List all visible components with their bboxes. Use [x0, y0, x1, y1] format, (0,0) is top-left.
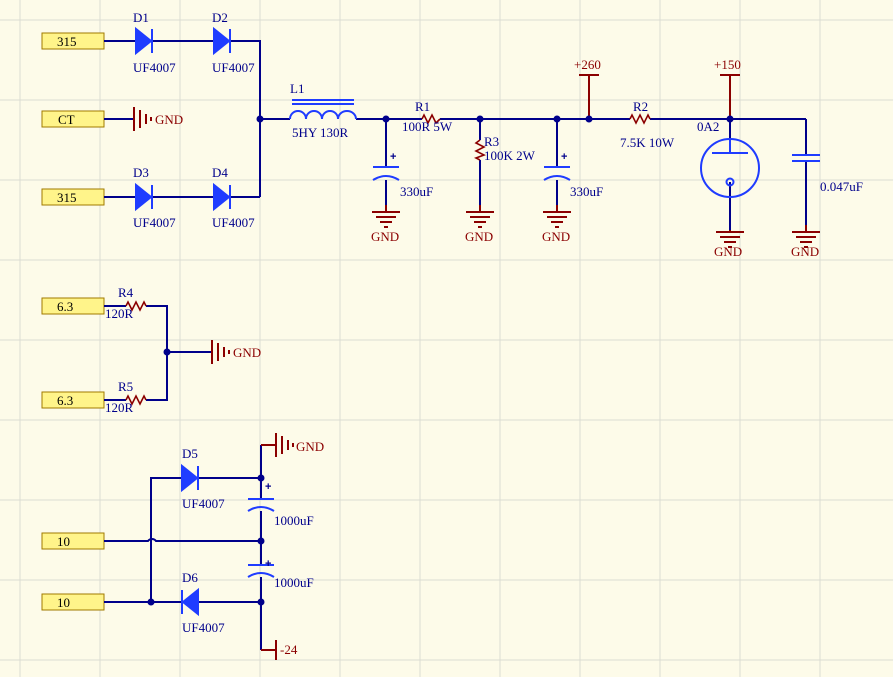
r2-ref: R2	[633, 99, 648, 114]
port-10-bottom: 10	[41, 593, 105, 611]
diode-d2: D2 UF4007	[212, 10, 255, 75]
d2-value: UF4007	[212, 60, 255, 75]
c5-plus: +	[265, 558, 271, 570]
port-10-top-label: 10	[57, 534, 70, 549]
junction-dots-bottom	[147, 474, 265, 606]
port-10-top: 10	[41, 532, 105, 550]
d6-ref: D6	[182, 570, 198, 585]
capacitor-c5: + 1000uF	[247, 558, 314, 590]
port-6-3-bottom-label: 6.3	[57, 393, 73, 408]
l1-value: 5HY 130R	[292, 125, 349, 140]
r3-value: 100K 2W	[484, 148, 536, 163]
c4-value: 1000uF	[274, 513, 314, 528]
c2-value: 330uF	[570, 184, 603, 199]
plus260-label: +260	[574, 57, 601, 72]
d6-value: UF4007	[182, 620, 225, 635]
r4-value: 120R	[105, 306, 134, 321]
r5-ref: R5	[118, 379, 133, 394]
power-plus260: +260	[574, 57, 601, 119]
r5-value: 120R	[105, 400, 134, 415]
l1-ref: L1	[290, 81, 304, 96]
gnd-c2-label: GND	[542, 229, 570, 244]
resistor-r4: R4 120R	[105, 285, 147, 321]
resistor-r3: R3 100K 2W GND	[465, 119, 536, 244]
minus24-label: -24	[280, 642, 298, 657]
port-315-top: 315	[41, 32, 105, 50]
capacitor-c4: + 1000uF	[247, 481, 314, 528]
port-315-top-label: 315	[57, 34, 77, 49]
resistor-r5: R5 120R	[105, 379, 147, 415]
port-315-bottom-label: 315	[57, 190, 77, 205]
gnd-tube-label: GND	[714, 244, 742, 259]
c1-plus: +	[390, 151, 396, 163]
tube-0a2-ref: 0A2	[697, 119, 719, 134]
c5-value: 1000uF	[274, 575, 314, 590]
capacitor-c3: 0.047uF GND	[791, 119, 863, 259]
junction-heater	[163, 348, 171, 356]
port-6-3-top-label: 6.3	[57, 299, 73, 314]
r1-ref: R1	[415, 99, 430, 114]
diode-d4: D4 UF4007	[212, 165, 255, 230]
resistor-r1: R1 100R 5W	[402, 99, 453, 134]
c3-value: 0.047uF	[820, 179, 863, 194]
gnd-c1-label: GND	[371, 229, 399, 244]
power-plus150: +150	[714, 57, 741, 119]
gnd-heater-label: GND	[233, 345, 261, 360]
diode-d6: D6 UF4007	[181, 570, 225, 635]
gnd-c3-label: GND	[791, 244, 819, 259]
d3-value: UF4007	[133, 215, 176, 230]
resistor-r2: R2 7.5K 10W	[620, 99, 675, 150]
power-minus24: -24	[261, 640, 298, 660]
c4-plus: +	[265, 481, 271, 493]
r4-ref: R4	[118, 285, 134, 300]
diode-d3: D3 UF4007	[133, 165, 176, 230]
junction-dots-top	[256, 115, 734, 123]
tube-0a2: 0A2 GND	[697, 119, 760, 259]
r3-ref: R3	[484, 134, 499, 149]
port-ct-label: CT	[58, 112, 75, 127]
d1-value: UF4007	[133, 60, 176, 75]
d1-ref: D1	[133, 10, 149, 25]
port-10-bottom-label: 10	[57, 595, 70, 610]
d4-ref: D4	[212, 165, 228, 180]
d2-ref: D2	[212, 10, 228, 25]
r1-value: 100R 5W	[402, 119, 453, 134]
gnd-r3-label: GND	[465, 229, 493, 244]
d5-value: UF4007	[182, 496, 225, 511]
diode-d5: D5 UF4007	[181, 446, 225, 511]
port-6-3-top: 6.3	[41, 297, 105, 315]
port-315-bottom: 315	[41, 188, 105, 206]
c1-value: 330uF	[400, 184, 433, 199]
gnd-neg-supply: GND	[261, 433, 324, 457]
plus150-label: +150	[714, 57, 741, 72]
r2-value: 7.5K 10W	[620, 135, 675, 150]
gnd-ct-label: GND	[155, 112, 183, 127]
inductor-l1: L1 5HY 130R	[289, 81, 357, 140]
port-6-3-bottom: 6.3	[41, 391, 105, 409]
d3-ref: D3	[133, 165, 149, 180]
gnd-neg-supply-label: GND	[296, 439, 324, 454]
c2-plus: +	[561, 151, 567, 163]
capacitor-c1: + 330uF GND	[371, 119, 433, 244]
d5-ref: D5	[182, 446, 198, 461]
port-ct: CT	[41, 110, 105, 128]
capacitor-c2: + 330uF GND	[542, 119, 603, 244]
gnd-heater: GND	[211, 340, 261, 364]
diode-d1: D1 UF4007	[133, 10, 176, 75]
d4-value: UF4007	[212, 215, 255, 230]
gnd-ct: GND	[133, 107, 183, 131]
